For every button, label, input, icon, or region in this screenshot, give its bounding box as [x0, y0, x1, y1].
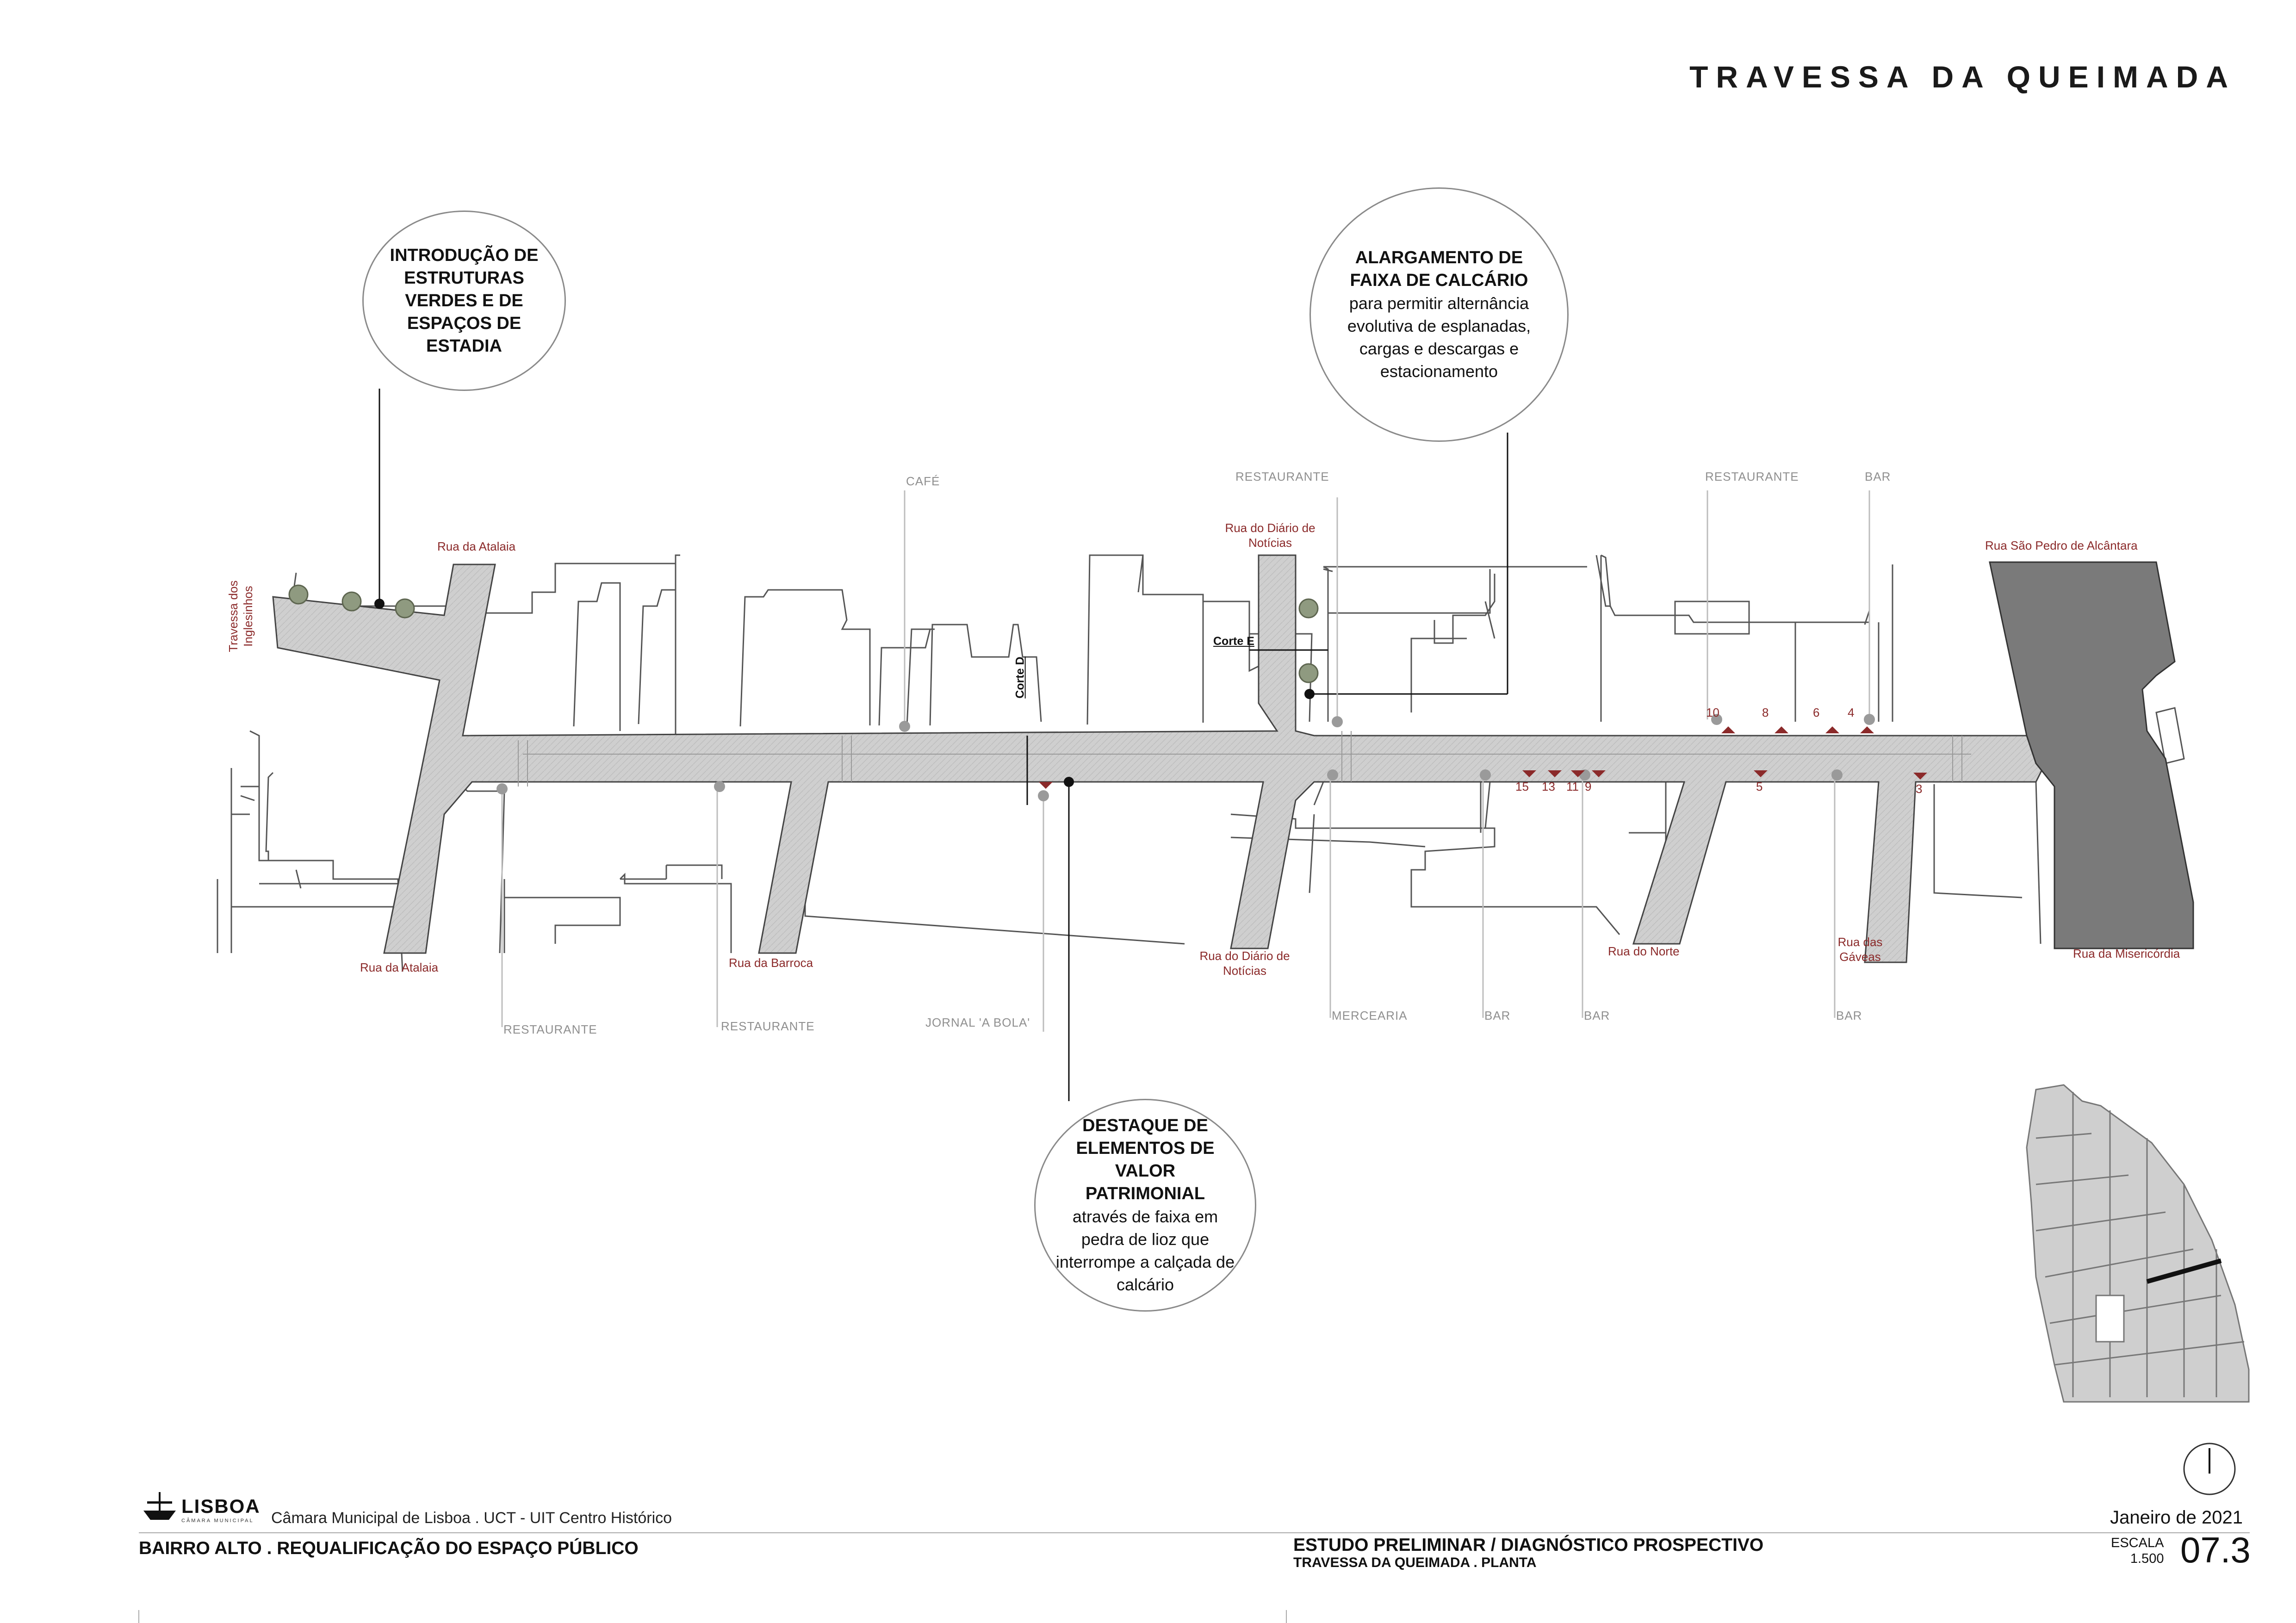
lisboa-logo-sub: CÂMARA MUNICIPAL [181, 1518, 254, 1524]
marker-number: 13 [1542, 780, 1555, 793]
business-label-restaurante-top2: RESTAURANTE [1705, 470, 1799, 483]
marker-number: 9 [1585, 780, 1592, 793]
street-label-gaveas: Rua das Gáveas [1837, 935, 1883, 964]
marker-number: 5 [1756, 780, 1763, 793]
marker-number: 10 [1706, 706, 1719, 719]
kerb-lines [518, 731, 1971, 787]
callout-body: através de faixa em pedra de lioz que in… [1055, 1207, 1235, 1294]
business-leaders [501, 490, 1870, 1032]
street-label-misericordia: Rua da Misericórdia [2073, 947, 2180, 960]
street-label-norte: Rua do Norte [1608, 944, 1680, 958]
marker-number: 3 [1916, 782, 1923, 796]
corte-e-label: Corte E [1213, 635, 1254, 648]
marker-number: 15 [1515, 780, 1529, 793]
footer-rules [138, 1532, 2250, 1623]
key-map-highlight [2146, 1258, 2222, 1284]
lisboa-logo: LISBOA [181, 1495, 261, 1517]
marker-number: 6 [1813, 706, 1820, 719]
business-label-restaurante-bottom1: RESTAURANTE [503, 1022, 597, 1036]
tree-icons [288, 584, 1319, 683]
date: Janeiro de 2021 [2110, 1507, 2243, 1528]
street-label-diario-bottom: Rua do Diário de Notícias [1199, 949, 1290, 978]
callout-green-structures: INTRODUÇÃO DE ESTRUTURAS VERDES E DE ESP… [362, 211, 566, 391]
scale-value: 1.500 [2130, 1551, 2164, 1566]
patrimonial-markers [1039, 726, 1927, 789]
organization: Câmara Municipal de Lisboa . UCT - UIT C… [271, 1509, 672, 1527]
sheet-number: 07.3 [2180, 1530, 2251, 1570]
project-title: BAIRRO ALTO . REQUALIFICAÇÃO DO ESPAÇO P… [139, 1538, 639, 1558]
street-label-atalaia-bottom: Rua da Atalaia [360, 960, 439, 974]
study-subtitle: TRAVESSA DA QUEIMADA . PLANTA [1293, 1555, 1537, 1570]
marker-number: 4 [1848, 706, 1855, 719]
plaza-sao-pedro [1989, 561, 2194, 949]
scale: ESCALA 1.500 [2111, 1535, 2164, 1567]
page-title: TRAVESSA DA QUEIMADA [1689, 60, 2236, 94]
business-label-cafe: CAFÉ [906, 474, 940, 488]
callout-body: para permitir alternância evolutiva de e… [1347, 294, 1531, 381]
street-label-sao-pedro: Rua São Pedro de Alcântara [1985, 539, 2138, 552]
business-label-restaurante-bottom2: RESTAURANTE [721, 1019, 815, 1033]
business-label-bar-bottom2: BAR [1584, 1009, 1610, 1022]
business-points [496, 714, 1875, 801]
corte-d-label: Corte D [1013, 657, 1027, 699]
business-label-mercearia: MERCEARIA [1332, 1009, 1408, 1022]
scale-label: ESCALA [2111, 1536, 2164, 1550]
callout-limestone-band: ALARGAMENTO DE FAIXA DE CALCÁRIO para pe… [1309, 187, 1569, 442]
business-label-restaurante-top1: RESTAURANTE [1235, 470, 1329, 483]
street-label-travessa-inglesinhos: Travessa dos Inglesinhos [226, 580, 255, 652]
north-arrow-icon [2183, 1443, 2236, 1495]
callout-leaders [379, 389, 1508, 1101]
business-label-bar-bottom1: BAR [1484, 1009, 1511, 1022]
street-label-barroca: Rua da Barroca [729, 956, 813, 970]
business-label-bar-top: BAR [1865, 470, 1891, 483]
callout-heading: DESTAQUE DE ELEMENTOS DE VALOR PATRIMONI… [1076, 1116, 1215, 1203]
study-title: ESTUDO PRELIMINAR / DIAGNÓSTICO PROSPECT… [1293, 1535, 1764, 1555]
streets [272, 554, 2046, 963]
callout-heritage: DESTAQUE DE ELEMENTOS DE VALOR PATRIMONI… [1034, 1099, 1256, 1312]
callout-heading: ALARGAMENTO DE FAIXA DE CALCÁRIO [1350, 248, 1528, 290]
building-outlines [217, 554, 2185, 972]
marker-number: 8 [1762, 706, 1769, 719]
street-label-diario-top: Rua do Diário de Notícias [1225, 521, 1316, 550]
marker-number: 11 [1566, 780, 1579, 793]
callout-heading: INTRODUÇÃO DE ESTRUTURAS VERDES E DE ESP… [390, 245, 539, 356]
business-label-jornal: JORNAL 'A BOLA' [925, 1016, 1030, 1029]
key-map-inset [2026, 1084, 2250, 1403]
business-label-bar-bottom3: BAR [1836, 1009, 1862, 1022]
street-label-atalaia-top: Rua da Atalaia [437, 539, 516, 553]
lisboa-logo-icon [143, 1492, 176, 1520]
